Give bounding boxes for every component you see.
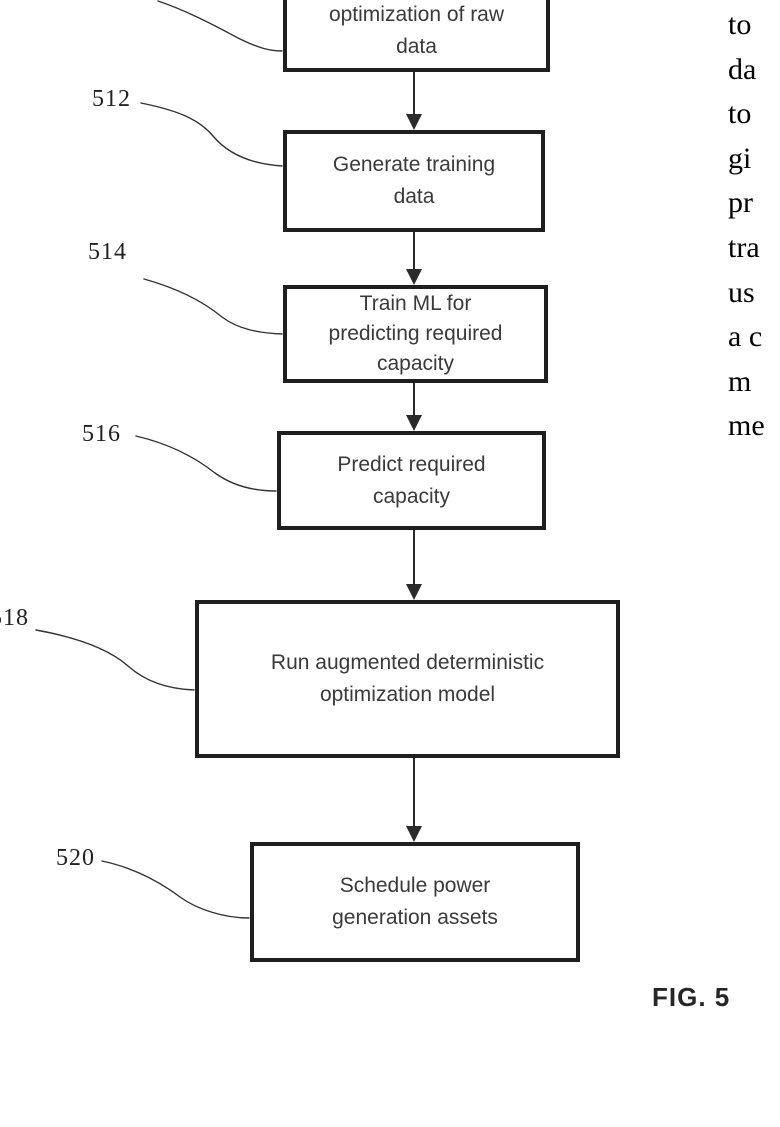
figure-caption: FIG. 5 bbox=[652, 982, 731, 1012]
page-edge-text-line: to bbox=[728, 8, 752, 41]
flow-arrowhead-5 bbox=[406, 826, 422, 842]
flow-box-text-line: generation assets bbox=[332, 906, 498, 929]
ref-label-518: 518 bbox=[0, 605, 29, 631]
page-edge-text-line: me bbox=[728, 409, 765, 443]
flow-box-text-line: Schedule power bbox=[339, 874, 491, 897]
flow-box-text-line: Predict required bbox=[337, 452, 486, 476]
page-edge-text-line: to bbox=[728, 97, 752, 131]
flow-box-text-line: optimization of raw bbox=[328, 3, 505, 26]
flow-arrowhead-4 bbox=[406, 584, 422, 600]
flow-box-text-line: data bbox=[393, 185, 435, 208]
ref-label-510: 510 bbox=[84, 0, 123, 7]
flow-box-run-optimization-model: Run augmented deterministic optimization… bbox=[195, 600, 620, 758]
flow-box-text-line: Generate training bbox=[332, 153, 496, 176]
leader-line-510 bbox=[157, 0, 283, 52]
page-edge-text-line: gi bbox=[728, 141, 752, 175]
page-edge-text-line: us bbox=[728, 275, 755, 309]
ref-label-520: 520 bbox=[56, 845, 95, 871]
leader-line-512 bbox=[140, 102, 283, 167]
leader-line-520 bbox=[101, 860, 250, 919]
flow-box-text-line: capacity bbox=[372, 484, 451, 508]
page-edge-text-line: tra bbox=[728, 230, 760, 264]
flow-box-text-line: predicting required bbox=[328, 322, 503, 345]
flow-box-schedule-assets: Schedule power generation assets bbox=[250, 842, 580, 962]
ref-label-514: 514 bbox=[88, 239, 127, 265]
flow-box-text-line: capacity bbox=[376, 352, 455, 375]
page-edge-text-column: to da to gi pr tra us a c m me bbox=[728, 3, 780, 449]
flow-box-optimization-of-raw-data: optimization of raw data bbox=[283, 0, 550, 72]
page-edge-text-line: a c bbox=[728, 320, 763, 354]
flow-arrowhead-3 bbox=[406, 415, 422, 431]
flow-arrowhead-1 bbox=[406, 114, 422, 130]
ref-label-512: 512 bbox=[92, 86, 131, 112]
flow-box-generate-training-data: Generate training data bbox=[283, 130, 545, 232]
flow-box-text-line: Train ML for bbox=[359, 292, 472, 315]
leader-line-514 bbox=[143, 278, 283, 335]
leader-line-516 bbox=[135, 435, 277, 492]
page-edge-text-line: da bbox=[728, 52, 757, 86]
leader-line-518 bbox=[35, 629, 195, 691]
flow-box-text-line: optimization model bbox=[319, 683, 496, 706]
flow-box-text-line: data bbox=[396, 35, 437, 58]
ref-label-516: 516 bbox=[82, 421, 121, 447]
flow-box-train-ml: Train ML for predicting required capacit… bbox=[283, 285, 548, 383]
flow-arrowhead-2 bbox=[406, 269, 422, 285]
page-edge-text-line: m bbox=[728, 364, 752, 398]
flow-box-predict-required-capacity: Predict required capacity bbox=[277, 431, 546, 530]
page-edge-text-line: pr bbox=[728, 186, 753, 220]
flow-box-text-line: Run augmented deterministic bbox=[270, 651, 545, 674]
